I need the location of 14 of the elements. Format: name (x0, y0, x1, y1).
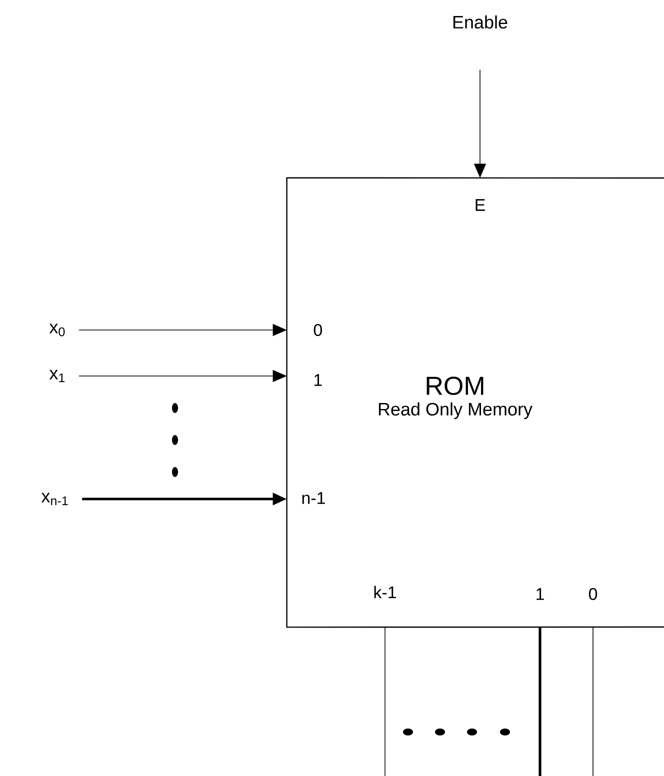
port-label: n-1 (302, 492, 325, 504)
port-label: k-1 (374, 586, 396, 598)
port-label: 0 (588, 588, 598, 600)
port-label: 0 (314, 324, 322, 336)
output-line (538, 627, 542, 776)
signal-label: x$_{1}$ (49, 370, 65, 382)
port-label: 1 (536, 588, 544, 600)
signal-label: x$_{n-1}$ (41, 492, 68, 506)
port-label: 1 (314, 374, 322, 386)
output-line (384, 626, 386, 776)
output-line (592, 626, 594, 776)
signal-label: Enable (453, 15, 508, 29)
port-label: E (476, 199, 485, 211)
signal-label: x$_{0}$ (49, 324, 65, 336)
